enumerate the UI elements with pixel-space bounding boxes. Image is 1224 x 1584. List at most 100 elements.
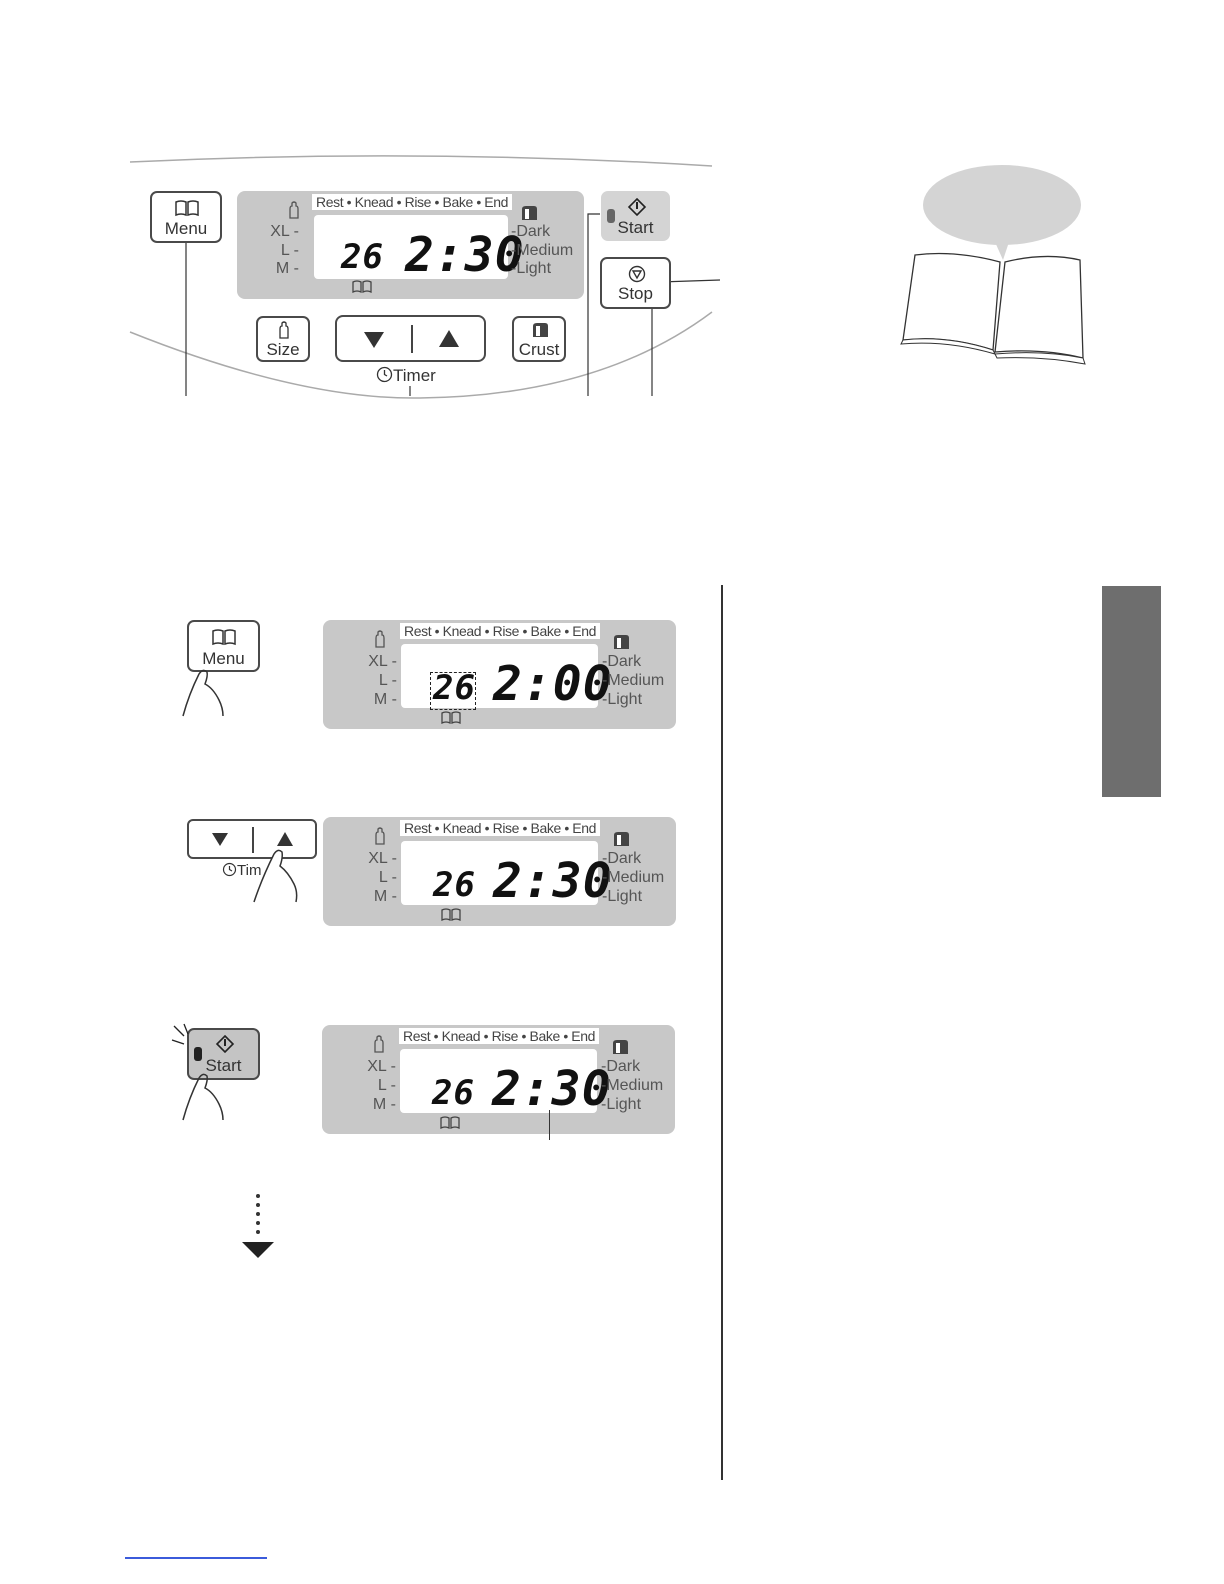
book-icon	[352, 280, 372, 294]
crust-light: -Light	[601, 1096, 642, 1113]
menu-number: 26	[341, 237, 384, 277]
size-button[interactable]: Size	[256, 316, 310, 362]
crust-icon	[613, 1040, 628, 1054]
crust-dark: -Dark	[602, 850, 642, 867]
hand-pointer-icon	[182, 1073, 224, 1121]
book-icon	[212, 629, 236, 646]
size-m: M -	[373, 888, 397, 905]
size-l: L -	[377, 1077, 396, 1094]
time-display: 2:00	[493, 656, 613, 712]
step1-display-panel: Rest • Knead • Rise • Bake • End XL - L …	[323, 620, 676, 729]
recipe-book-illustration	[900, 165, 1086, 365]
step3-start-button[interactable]: Start	[187, 1028, 260, 1080]
crust-icon	[614, 832, 629, 846]
menu-number: 26	[432, 1073, 475, 1113]
book-icon	[440, 1116, 460, 1130]
crust-label: Crust	[518, 340, 560, 359]
book-icon	[175, 200, 199, 217]
time-leader-line	[549, 1110, 551, 1140]
dotted-down-arrow	[242, 1194, 274, 1258]
crust-medium: -Medium	[602, 869, 665, 886]
size-m: M -	[373, 691, 397, 708]
crust-dark: -Dark	[511, 223, 551, 240]
crust-icon	[522, 206, 537, 220]
menu-number-highlight	[430, 672, 476, 710]
crust-light: -Light	[602, 691, 643, 708]
clock-icon	[376, 366, 393, 383]
clock-icon	[222, 862, 237, 877]
crust-medium: -Medium	[601, 1077, 664, 1094]
crust-button[interactable]: Crust	[512, 316, 566, 362]
stage-indicators: Rest • Knead • Rise • Bake • End	[400, 623, 601, 639]
blink-rays-icon	[171, 1023, 189, 1045]
time-display: 2:30	[492, 1061, 612, 1117]
step1-menu-button[interactable]: Menu	[187, 620, 260, 672]
timer-buttons[interactable]	[335, 315, 486, 362]
menu-button[interactable]: Menu	[150, 191, 222, 243]
hand-pointer-icon	[253, 849, 298, 903]
step2-display-panel: Rest • Knead • Rise • Bake • End XL - L …	[323, 817, 676, 926]
crust-dark: -Dark	[601, 1058, 641, 1075]
size-xl: XL -	[368, 653, 397, 670]
step1-menu-label: Menu	[202, 649, 245, 668]
crust-light: -Light	[511, 260, 552, 277]
start-button[interactable]: Start	[601, 191, 670, 241]
column-divider	[721, 585, 723, 1480]
size-m: M -	[372, 1096, 396, 1113]
menu-number: 26	[433, 865, 476, 905]
menu-label: Menu	[164, 219, 208, 238]
stage-indicators: Rest • Knead • Rise • Bake • End	[400, 820, 601, 836]
crust-icon	[614, 635, 629, 649]
size-xl: XL -	[368, 850, 397, 867]
step3-display-panel: Rest • Knead • Rise • Bake • End XL - L …	[322, 1025, 675, 1134]
loaf-size-icon	[375, 630, 385, 648]
start-diamond-icon	[215, 1035, 235, 1053]
crust-medium: -Medium	[602, 672, 665, 689]
crust-medium: -Medium	[511, 242, 574, 259]
size-xl: XL -	[270, 223, 299, 240]
size-l: L -	[378, 672, 397, 689]
control-panel-outline	[129, 155, 721, 399]
loaf-size-icon	[375, 827, 385, 845]
step2-timer-buttons[interactable]	[187, 819, 317, 859]
start-indicator-light	[194, 1047, 202, 1061]
loaf-size-icon	[279, 321, 289, 339]
footer-link-underline[interactable]	[125, 1557, 267, 1559]
side-tab	[1102, 586, 1161, 797]
loaf-size-icon	[289, 201, 299, 219]
stage-indicators: Rest • Knead • Rise • Bake • End	[399, 1028, 600, 1044]
step3-start-label: Start	[205, 1056, 242, 1075]
stage-indicators: Rest • Knead • Rise • Bake • End	[312, 194, 513, 210]
size-l: L -	[280, 242, 299, 259]
crust-dark: -Dark	[602, 653, 642, 670]
timer-caption: Timer	[376, 366, 436, 386]
up-arrow-icon[interactable]	[276, 831, 294, 847]
start-label: Start	[617, 218, 654, 237]
size-label: Size	[266, 340, 300, 359]
crust-light: -Light	[602, 888, 643, 905]
menu-number: 26	[433, 668, 476, 708]
down-arrow-icon[interactable]	[362, 329, 386, 349]
stop-label: Stop	[618, 284, 653, 303]
size-l: L -	[378, 869, 397, 886]
step2-timer-caption: Tim	[222, 862, 261, 879]
lcd-screen	[314, 215, 508, 279]
speech-bubble	[923, 165, 1081, 245]
time-display: 2:30	[493, 853, 613, 909]
size-xl: XL -	[367, 1058, 396, 1075]
crust-icon	[533, 323, 548, 337]
hand-pointer-icon	[182, 669, 224, 717]
time-display: 2:30	[405, 227, 525, 283]
top-display-panel: Rest • Knead • Rise • Bake • End XL - L …	[237, 191, 584, 299]
down-arrow-icon[interactable]	[211, 831, 229, 847]
loaf-size-icon	[374, 1035, 384, 1053]
size-m: M -	[275, 260, 299, 277]
up-arrow-icon[interactable]	[437, 329, 461, 349]
start-diamond-icon	[627, 198, 647, 216]
start-indicator-light	[607, 209, 615, 223]
stop-button[interactable]: Stop	[600, 257, 671, 309]
timer-divider	[411, 325, 413, 353]
book-icon	[441, 711, 461, 725]
book-icon	[441, 908, 461, 922]
stop-icon	[628, 265, 646, 283]
